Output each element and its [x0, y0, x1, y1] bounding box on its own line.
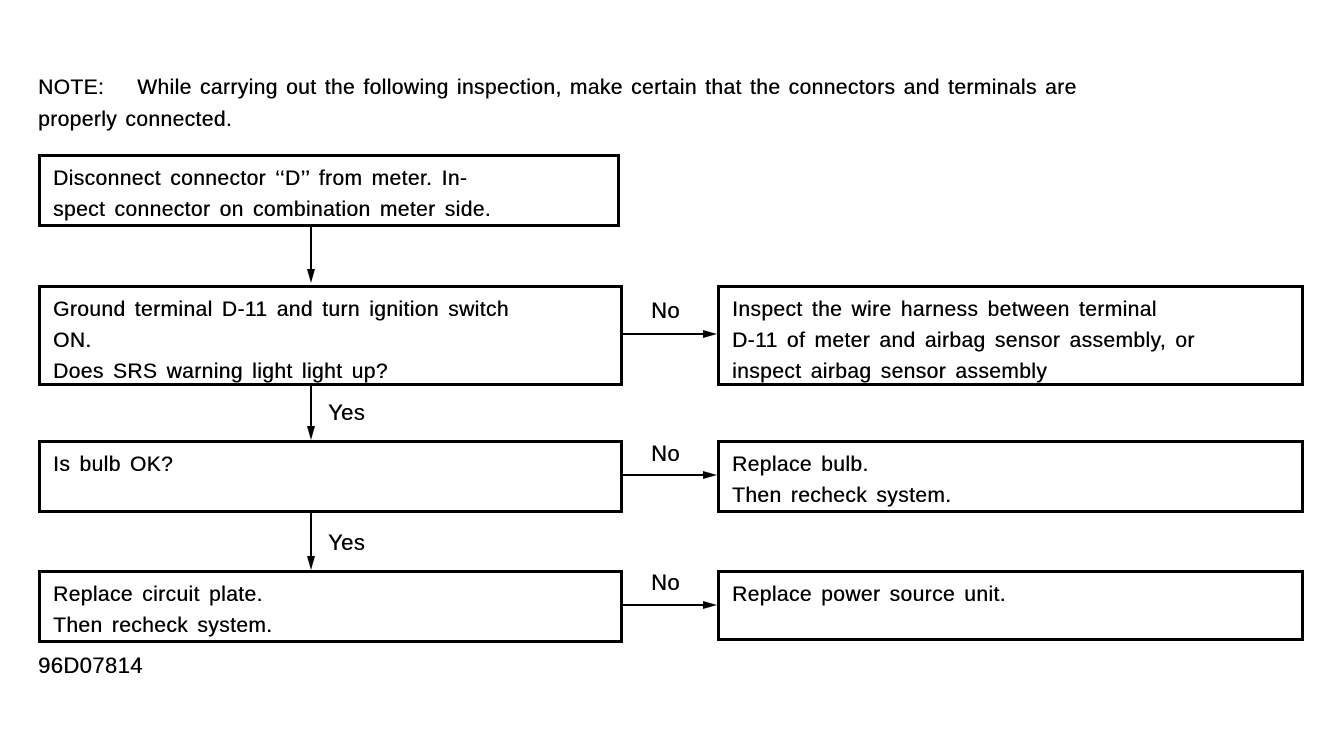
- box-line: Then recheck system.: [53, 614, 273, 637]
- box-line: Replace circuit plate.: [53, 583, 263, 606]
- flow-box-replace-power-source-unit: Replace power source unit.: [717, 570, 1304, 641]
- note: NOTE: While carrying out the following i…: [38, 72, 1077, 136]
- edge-label-no-3: No: [651, 570, 680, 595]
- flow-box-is-bulb-ok: Is bulb OK?: [38, 440, 623, 513]
- figure-id: 96D07814: [38, 653, 143, 678]
- box-line: Replace power source unit.: [732, 583, 1006, 606]
- note-line-1: NOTE: While carrying out the following i…: [38, 76, 1077, 99]
- box-line: Replace bulb.: [732, 453, 869, 476]
- flow-box-ground-terminal: Ground terminal D-11 and turn ignition s…: [38, 285, 623, 386]
- box-line: D-11 of meter and airbag sensor assembly…: [732, 329, 1195, 352]
- box-line: Does SRS warning light light up?: [53, 360, 388, 383]
- arrow-right-2: [623, 474, 709, 476]
- box-line: Is bulb OK?: [53, 453, 174, 476]
- box-line: spect connector on combination meter sid…: [53, 198, 492, 221]
- arrow-down-3: [310, 513, 312, 565]
- flow-box-replace-circuit-plate: Replace circuit plate. Then recheck syst…: [38, 570, 623, 643]
- arrow-down-1: [310, 226, 312, 278]
- arrow-right-3: [623, 604, 709, 606]
- arrow-right-3-head-icon: [703, 601, 717, 609]
- box-line: inspect airbag sensor assembly: [732, 360, 1048, 383]
- edge-label-yes-1: Yes: [328, 400, 366, 425]
- arrow-down-3-head-icon: [307, 556, 315, 570]
- note-line-2: properly connected.: [38, 108, 233, 131]
- box-line: Disconnect connector ‘‘D’’ from meter. I…: [53, 167, 468, 190]
- arrow-down-1-head-icon: [307, 269, 315, 283]
- flow-box-disconnect-connector: Disconnect connector ‘‘D’’ from meter. I…: [38, 154, 620, 227]
- flow-box-replace-bulb: Replace bulb. Then recheck system.: [717, 440, 1304, 513]
- box-line: Inspect the wire harness between termina…: [732, 298, 1157, 321]
- arrow-right-1: [623, 333, 709, 335]
- arrow-right-2-head-icon: [703, 471, 717, 479]
- edge-label-no-2: No: [651, 441, 680, 466]
- flow-box-inspect-wire-harness: Inspect the wire harness between termina…: [717, 285, 1304, 386]
- box-line: Then recheck system.: [732, 484, 952, 507]
- arrow-down-2: [310, 386, 312, 435]
- box-line: ON.: [53, 329, 92, 352]
- arrow-down-2-head-icon: [307, 426, 315, 440]
- arrow-right-1-head-icon: [703, 330, 717, 338]
- edge-label-yes-2: Yes: [328, 530, 366, 555]
- edge-label-no-1: No: [651, 298, 680, 323]
- box-line: Ground terminal D-11 and turn ignition s…: [53, 298, 509, 321]
